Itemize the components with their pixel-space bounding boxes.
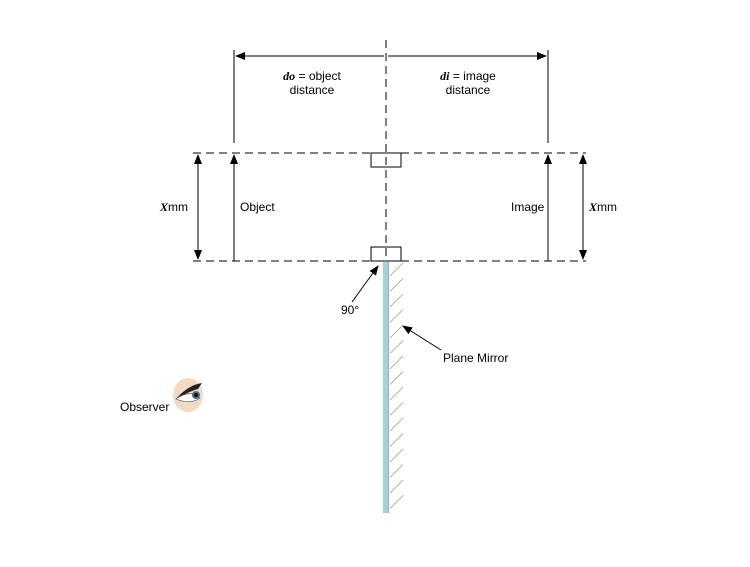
right-angle-box-top [370,152,402,168]
mirror-label: Plane Mirror [443,351,509,365]
mirror-hatching [389,262,404,509]
object-label: Object [240,200,275,214]
hatch-mark [389,448,404,463]
angle-label: 90° [341,303,360,317]
hatch-mark [389,324,404,339]
di-line2: distance [445,83,491,97]
right-angle-box-bottom [370,246,402,262]
do-line2: distance [289,83,335,97]
x-right-var: X [589,200,598,214]
hatch-mark [389,386,404,401]
do-symbol: do [283,69,296,83]
hatch-mark [389,417,404,432]
x-right-unit: mm [597,200,618,214]
hatch-mark [389,355,404,370]
do-eq: = object [295,69,341,83]
x-left-var: X [160,200,169,214]
hatch-mark [389,309,404,323]
hatch-mark [389,464,404,478]
x-left-label: Xmm [160,200,188,214]
x-right-label: Xmm [589,200,617,214]
hatch-mark [389,340,404,354]
angle-arrow [351,265,379,303]
x-left-unit: mm [168,200,189,214]
hatch-mark [389,479,404,494]
hatch-mark [389,293,404,308]
mirror-arrow [402,325,442,351]
hatch-mark [389,495,404,509]
image-label: Image [511,200,545,214]
observer-label: Observer [120,400,170,414]
hatch-mark [389,262,404,277]
di-symbol: di [440,69,450,83]
plane-mirror [383,262,388,513]
di-eq: = image [449,69,496,83]
hatch-mark [389,278,404,292]
hatch-mark [389,371,404,385]
eye-icon [173,378,203,412]
hatch-mark [389,402,404,416]
hatch-mark [389,433,404,447]
